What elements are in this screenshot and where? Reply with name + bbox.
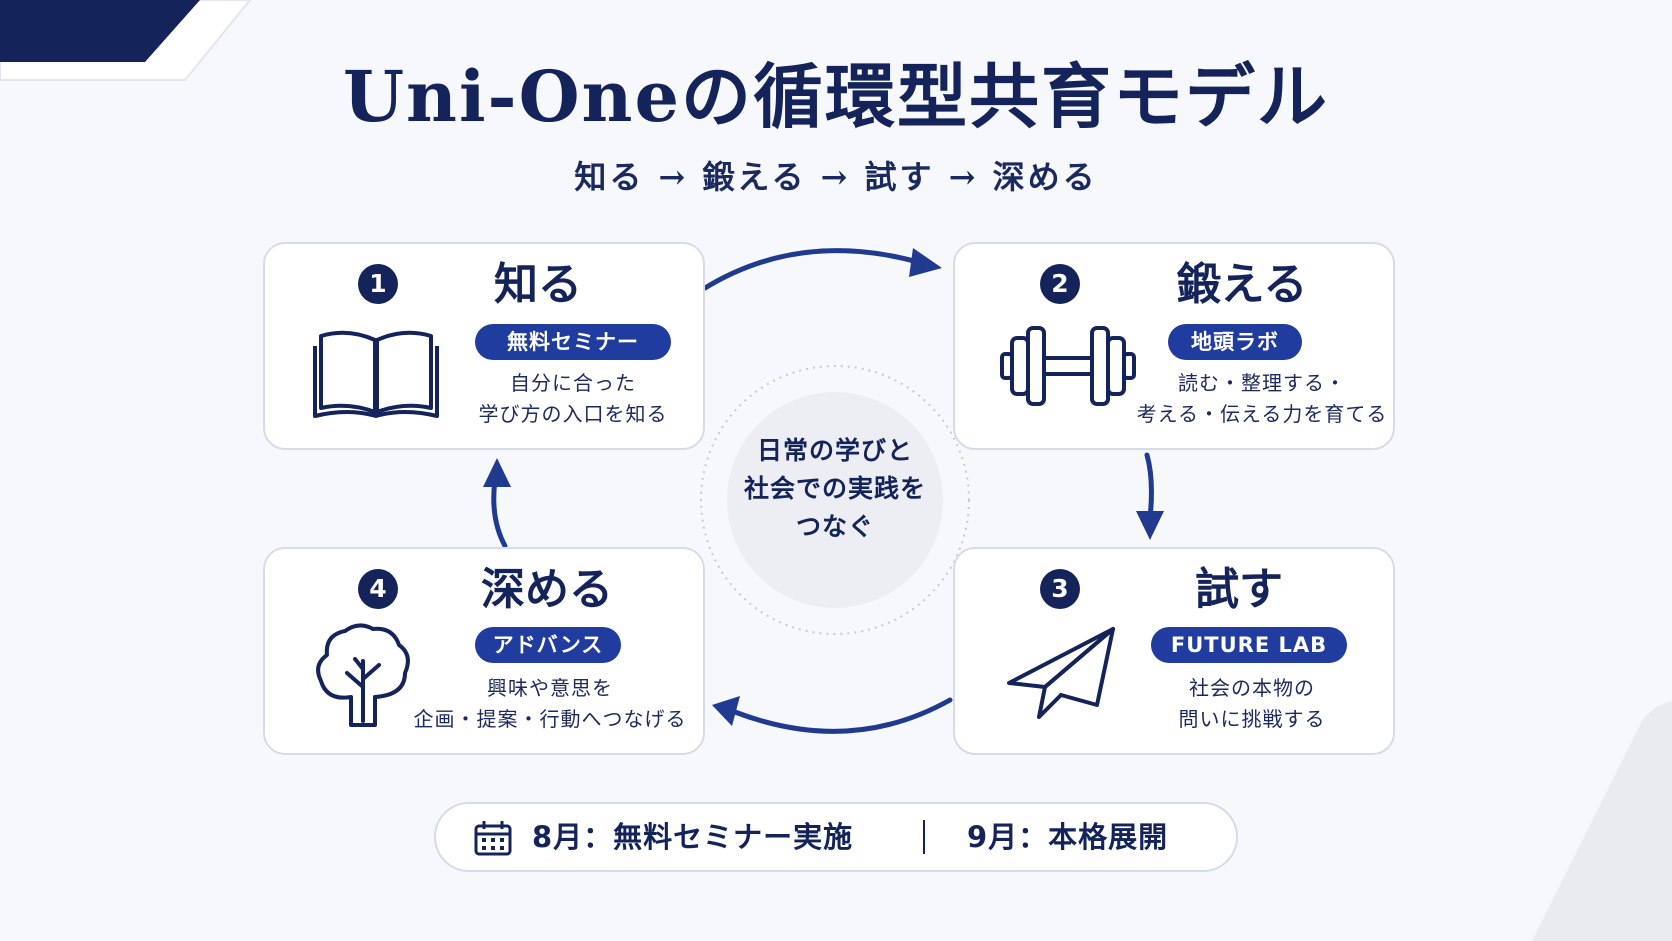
step-desc-3: 社会の本物の 問いに挑戦する <box>1121 673 1383 735</box>
step-title-1: 知る <box>494 259 582 310</box>
step-number-4: 4 <box>358 569 398 609</box>
step-desc-4: 興味や意思を 企画・提案・行動へつなげる <box>409 673 691 735</box>
center-line-3: つなぐ <box>795 512 874 541</box>
paper-plane-icon <box>1007 627 1115 719</box>
center-line-1: 日常の学びと <box>756 436 913 465</box>
step-desc-4-line-2: 企画・提案・行動へつなげる <box>413 707 687 731</box>
arrow-3-to-4 <box>732 697 953 734</box>
open-book-icon <box>313 330 439 418</box>
step-desc-4-line-1: 興味や意思を <box>487 676 613 700</box>
step-title-2: 鍛える <box>1176 259 1308 310</box>
step-title-3: 試す <box>1195 564 1283 615</box>
step-number-1: 1 <box>358 264 398 304</box>
arrow-head-1 <box>909 248 942 277</box>
step-desc-2: 読む・整理する・ 考える・伝える力を育てる <box>1131 368 1393 430</box>
step-card-1: 1 知る 無料セミナー 自分に合った 学び方の入口を知る <box>263 242 705 450</box>
center-line-2: 社会での実践を <box>743 474 926 503</box>
step-desc-3-line-1: 社会の本物の <box>1189 676 1315 700</box>
step-number-2: 2 <box>1040 264 1080 304</box>
arrow-head-4 <box>483 458 511 487</box>
step-title-4: 深める <box>481 564 613 615</box>
step-desc-1-line-2: 学び方の入口を知る <box>478 402 668 426</box>
corner-decoration-top-left <box>0 0 252 81</box>
footer-divider <box>923 820 925 854</box>
step-card-2: 2 鍛える 地頭ラボ 読む・整理する・ 考える・伝える力を育てる <box>953 242 1395 450</box>
arrow-head-3 <box>712 696 740 726</box>
step-tag-1: 無料セミナー <box>475 324 671 360</box>
arrow-4-to-1 <box>491 477 508 549</box>
arrow-2-to-3 <box>1144 452 1154 521</box>
step-desc-1: 自分に合った 学び方の入口を知る <box>450 368 696 430</box>
step-desc-2-line-1: 読む・整理する・ <box>1178 371 1346 395</box>
arrow-head-2 <box>1136 511 1164 540</box>
step-desc-3-line-2: 問いに挑戦する <box>1178 707 1326 731</box>
step-tag-2: 地頭ラボ <box>1168 324 1302 360</box>
center-text: 日常の学びと 社会での実践を つなぐ <box>700 432 970 546</box>
schedule-footer: 8月：無料セミナー実施 9月：本格展開 <box>434 802 1238 872</box>
page-subtitle: 知る → 鍛える → 試す → 深める <box>574 158 1098 196</box>
arrow-1-to-2 <box>702 248 921 291</box>
step-number-3: 3 <box>1040 569 1080 609</box>
calendar-icon <box>474 821 512 856</box>
step-tag-3: FUTURE LAB <box>1151 627 1347 663</box>
footer-september-text: 9月：本格展開 <box>967 820 1169 854</box>
tree-icon <box>316 623 410 727</box>
step-card-4: 4 深める アドバンス 興味や意思を 企画・提案・行動へつなげる <box>263 547 705 755</box>
step-desc-2-line-2: 考える・伝える力を育てる <box>1136 402 1388 426</box>
footer-august-text: 8月：無料セミナー実施 <box>532 820 854 854</box>
page-title: Uni-Oneの循環型共育モデル <box>343 55 1329 138</box>
center-circle <box>700 365 970 635</box>
step-tag-4: アドバンス <box>475 627 621 663</box>
dumbbell-icon <box>1000 326 1136 406</box>
corner-decoration-bottom-right <box>1532 701 1672 941</box>
step-card-3: 3 試す FUTURE LAB 社会の本物の 問いに挑戦する <box>953 547 1395 755</box>
step-desc-1-line-1: 自分に合った <box>510 371 636 395</box>
